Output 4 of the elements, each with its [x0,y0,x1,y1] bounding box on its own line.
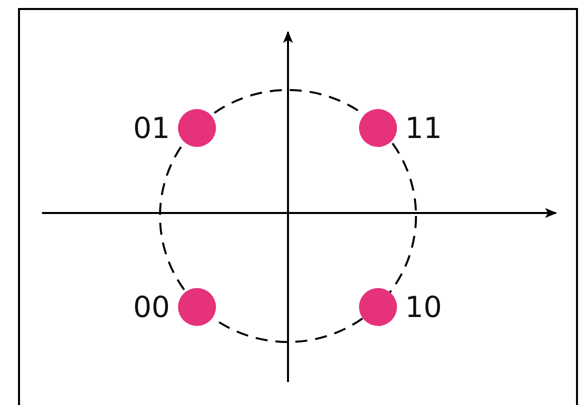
bit-label: 11 [405,111,442,145]
bit-label: 10 [405,290,442,324]
bit-label: 01 [133,111,170,145]
bit-label: 00 [133,290,170,324]
